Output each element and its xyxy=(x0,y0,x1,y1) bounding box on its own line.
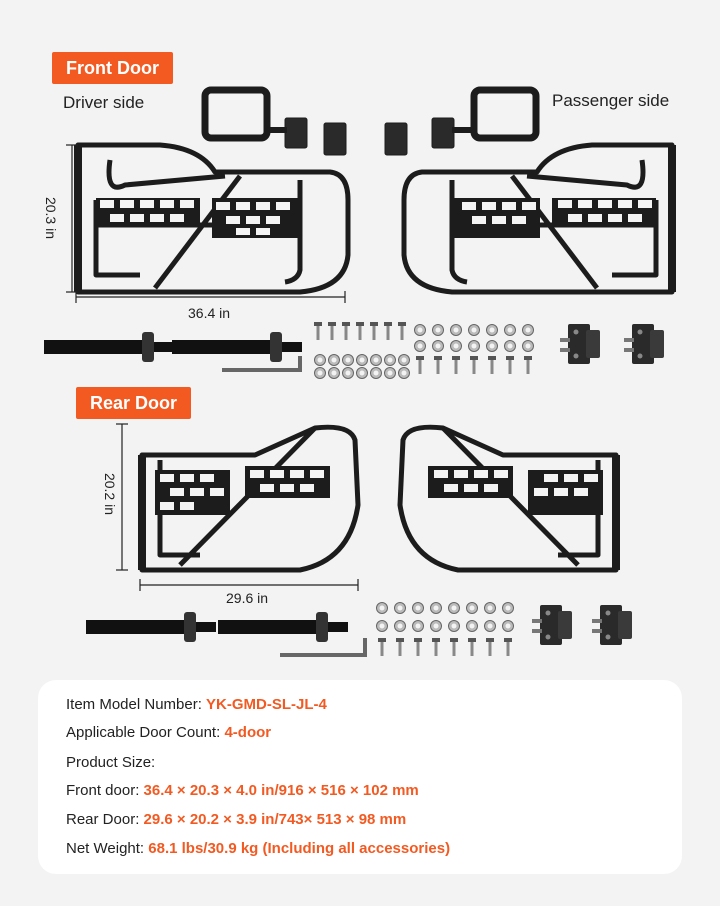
rear-straps xyxy=(86,612,367,657)
front-driver-mesh-holes xyxy=(100,200,290,235)
front-door-tag: Front Door xyxy=(52,52,173,84)
front-door-value: 36.4 × 20.3 × 4.0 in/916 × 516 × 102 mm xyxy=(143,782,419,799)
spec-product-size: Product Size: xyxy=(66,754,156,771)
spec-front-door: Front door: 36.4 × 20.3 × 4.0 in/916 × 5… xyxy=(66,782,419,799)
rear-dimension-lines xyxy=(116,423,359,591)
rear-hinges xyxy=(532,605,632,645)
driver-mirror xyxy=(201,86,347,156)
spec-rear-door: Rear Door: 29.6 × 20.2 × 3.9 in/743× 513… xyxy=(66,811,407,828)
product-illustration xyxy=(44,86,676,657)
front-dimension-lines xyxy=(66,144,346,303)
net-weight-value: 68.1 lbs/30.9 kg (Including all accessor… xyxy=(148,840,451,857)
spec-door-count: Applicable Door Count: 4-door xyxy=(66,724,272,741)
rear-bolts xyxy=(376,602,514,656)
passenger-side-label: Passenger side xyxy=(552,91,670,110)
front-width-dim: 36.4 in xyxy=(188,305,231,321)
rear-door-value: 29.6 × 20.2 × 3.9 in/743× 513 × 98 mm xyxy=(143,811,407,828)
spec-model: Item Model Number: YK-GMD-SL-JL-4 xyxy=(66,696,327,713)
passenger-mirror xyxy=(384,86,540,156)
model-value: YK-GMD-SL-JL-4 xyxy=(206,696,327,713)
front-straps xyxy=(44,332,302,372)
driver-side-label: Driver side xyxy=(63,93,145,112)
spec-net-weight: Net Weight: 68.1 lbs/30.9 kg (Including … xyxy=(66,840,451,857)
door-count-value: 4-door xyxy=(224,724,272,741)
rear-width-dim: 29.6 in xyxy=(226,590,269,606)
rear-door-tag: Rear Door xyxy=(76,387,192,419)
front-hinges xyxy=(560,324,664,364)
front-bolts xyxy=(314,322,534,379)
spec-card: Item Model Number: YK-GMD-SL-JL-4 Applic… xyxy=(38,680,682,874)
